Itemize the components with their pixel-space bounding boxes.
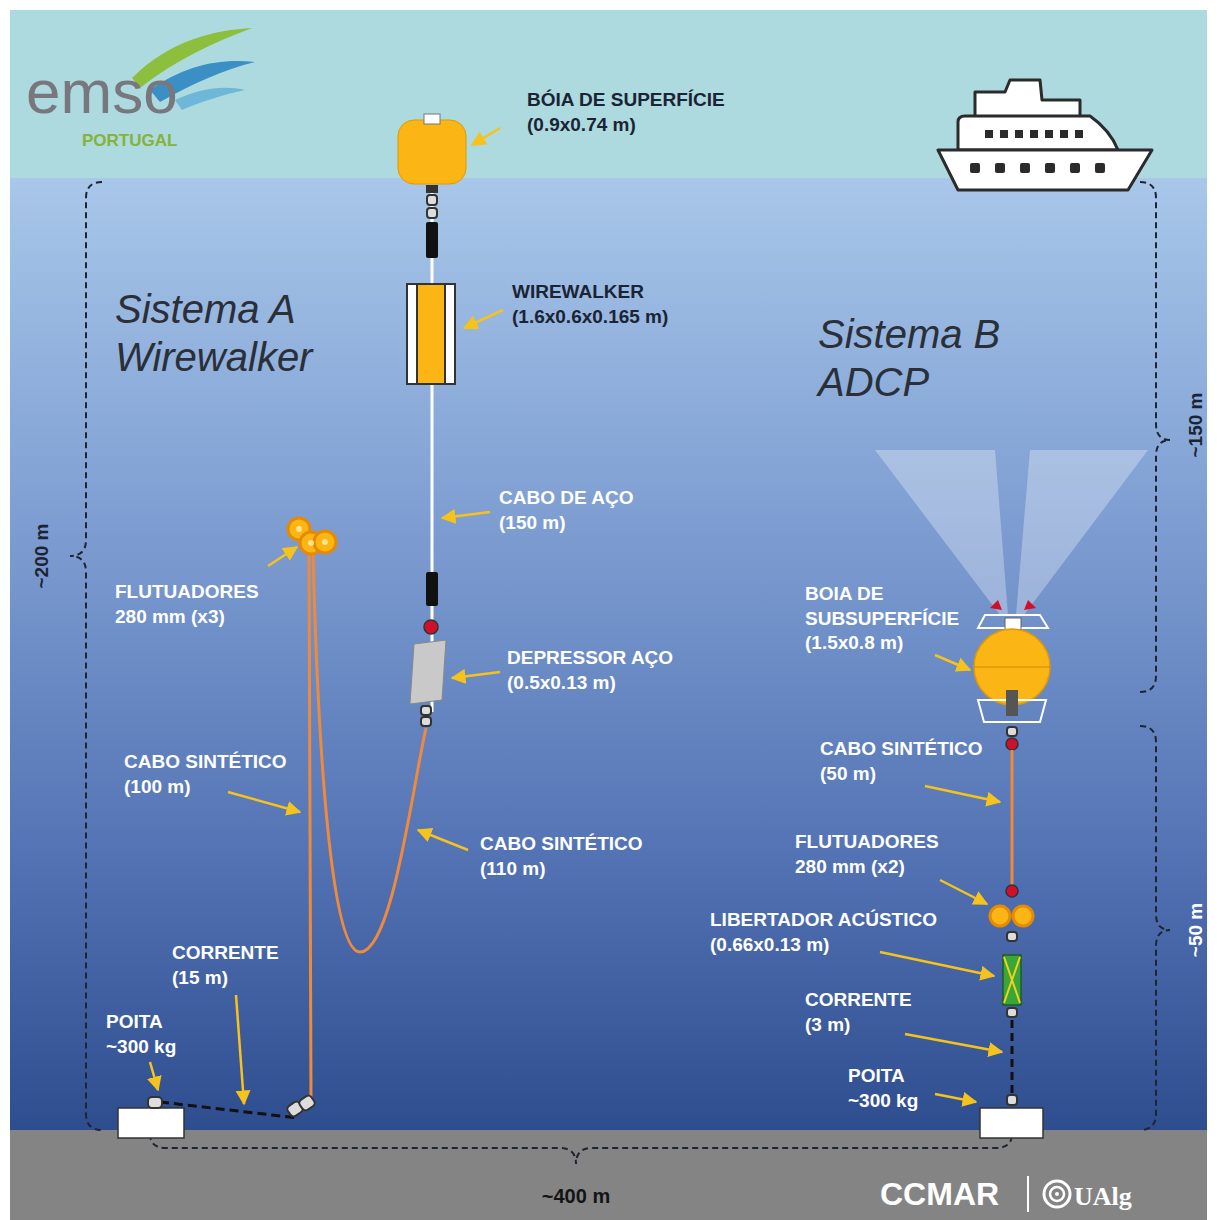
logo-country: PORTUGAL [82,130,177,152]
part-label: WIREWALKER (1.6x0.6x0.165 m) [512,280,697,329]
logo-divider [1028,1176,1070,1212]
part-label: DEPRESSOR AÇO (0.5x0.13 m) [507,646,717,695]
system-title: Sistema A Wirewalker [115,285,390,381]
part-label: FLUTUADORES 280 mm (x2) [795,830,955,879]
dimension-label: ~50 m [1184,903,1209,957]
part-label: POITA ~300 kg [106,1010,191,1059]
part-label: BOIA DE SUBSUPERFÍCIE (1.5x0.8 m) [805,582,980,656]
dimension-label: ~400 m [542,1183,610,1209]
part-label: CABO SINTÉTICO (100 m) [124,750,299,799]
part-label: CORRENTE (3 m) [805,988,930,1037]
dimension-label: ~200 m [30,524,55,589]
part-label: CABO DE AÇO (150 m) [499,486,659,535]
logo-word: UAlg [1074,1180,1132,1214]
adcp-beams [875,450,1148,615]
water [10,178,1207,1132]
adcp-mooring [974,600,1050,1138]
leader-arrow [150,128,1002,1104]
dimension-label: ~150 m [1184,393,1209,458]
part-label: LIBERTADOR ACÚSTICO (0.66x0.13 m) [710,908,960,957]
seabed [10,1130,1207,1220]
part-label: FLUTUADORES 280 mm (x3) [115,580,275,629]
ship [938,80,1152,190]
part-label: CORRENTE (15 m) [172,941,302,990]
dimension-bracket [70,182,1170,1164]
logo-word: emso [26,52,178,133]
part-label: POITA ~300 kg [848,1064,933,1113]
part-label: BÓIA DE SUPERFÍCIE (0.9x0.74 m) [527,88,752,137]
part-label: CABO SINTÉTICO (50 m) [820,737,995,786]
part-label: CABO SINTÉTICO (110 m) [480,832,655,881]
logo-word: CCMAR [880,1174,999,1216]
system-title: Sistema B ADCP [818,310,1058,406]
